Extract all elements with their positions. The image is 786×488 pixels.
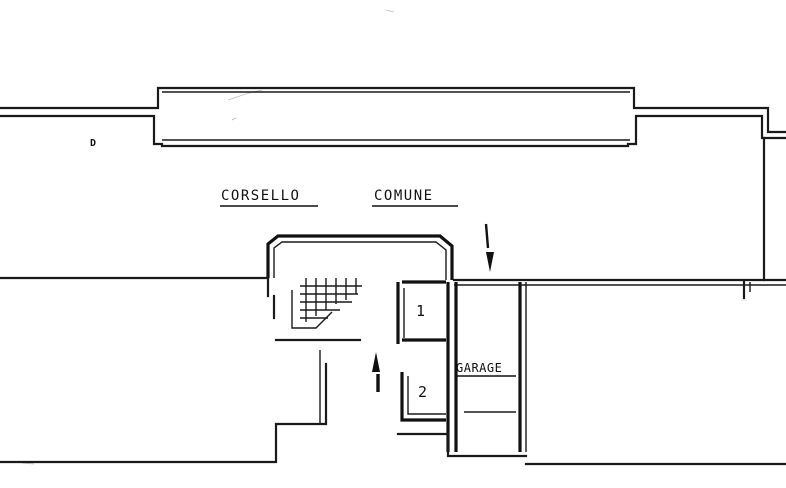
room-number-1: 1 xyxy=(416,302,425,320)
lower-right-block xyxy=(524,280,786,466)
garage-label: GARAGE xyxy=(456,361,502,375)
arrow-up-icon xyxy=(372,352,380,392)
upper-building-outline xyxy=(0,86,786,148)
corner-mark: D xyxy=(90,138,96,149)
lower-building-outline xyxy=(0,276,786,286)
corridor-label-word1: CORSELLO xyxy=(221,188,300,204)
garage-room xyxy=(396,282,528,458)
room-number-2: 2 xyxy=(418,383,427,401)
corridor-label-word2: COMUNE xyxy=(374,188,434,204)
stair-core xyxy=(266,234,454,342)
scan-artifacts xyxy=(21,9,395,465)
lower-left-block xyxy=(0,350,328,464)
arrow-down-icon xyxy=(484,223,494,272)
storage-rooms xyxy=(396,280,446,422)
